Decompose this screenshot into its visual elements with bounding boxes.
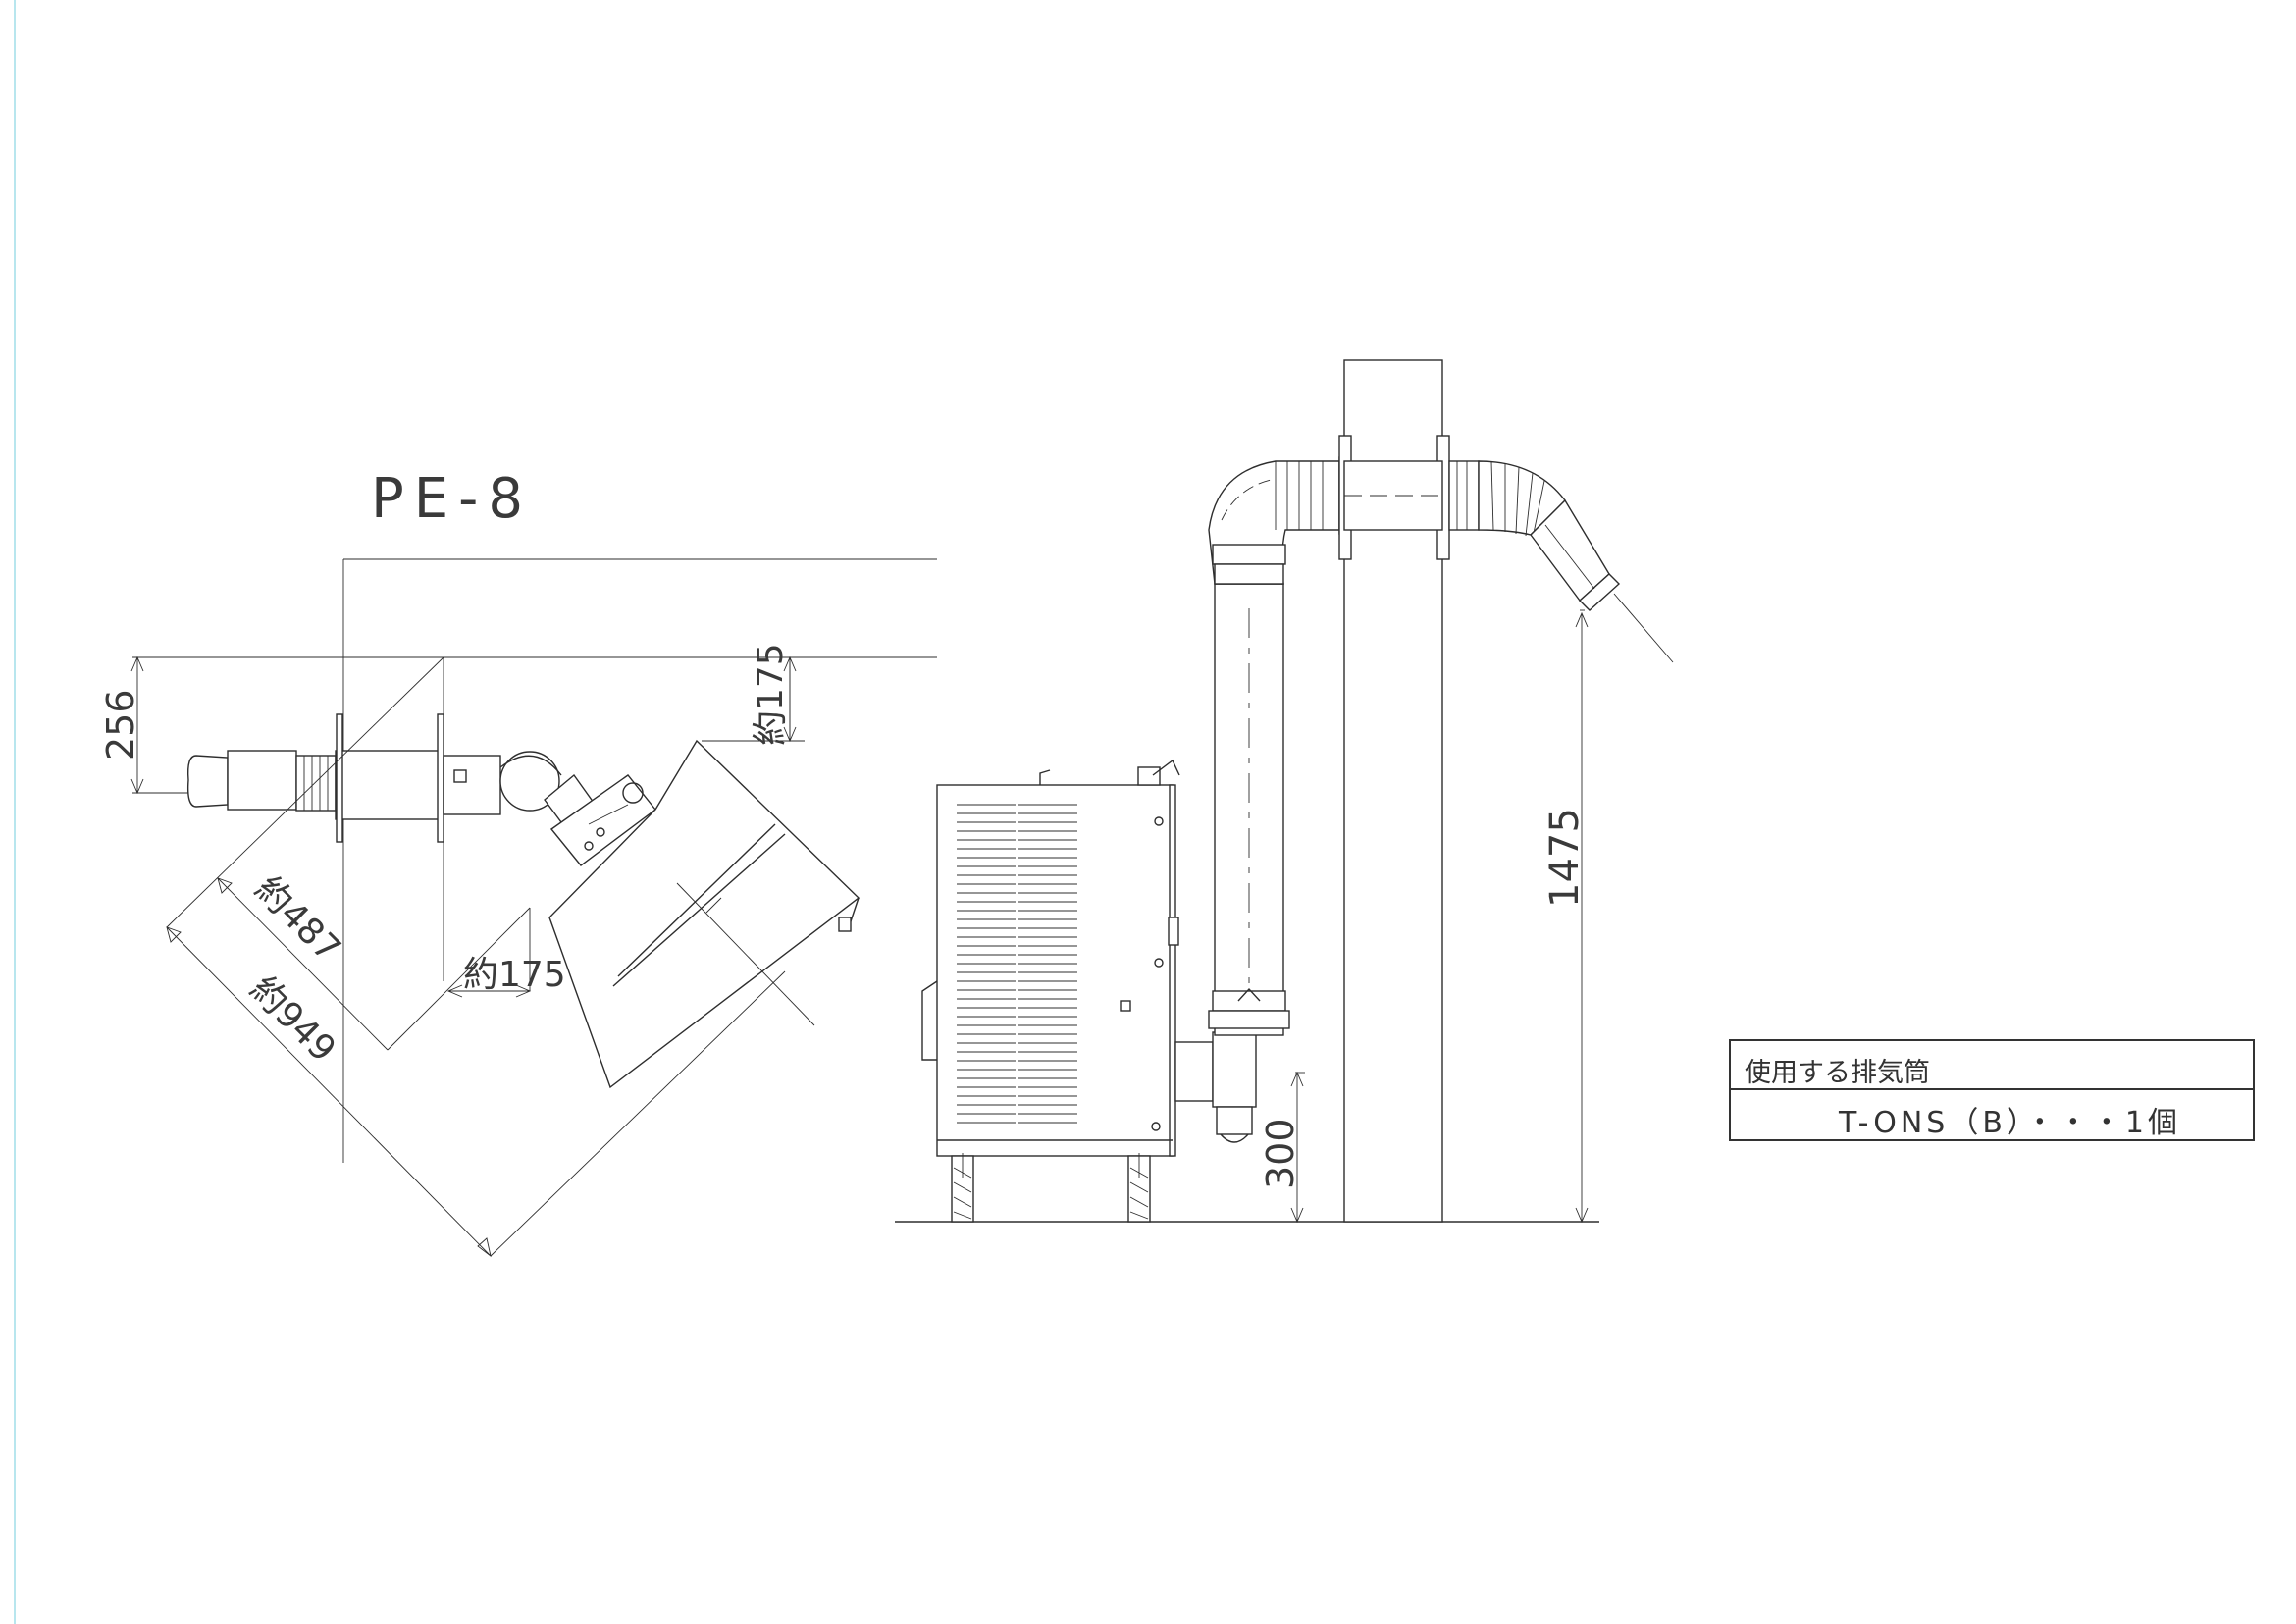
side-view: 1475 300 xyxy=(895,359,1674,1224)
dim-175-top: 約175 xyxy=(751,643,791,746)
info-box-value: T-ONS（B）・・・1個 xyxy=(1839,1106,2181,1140)
dim-256: 256 xyxy=(99,689,142,760)
dim-1475: 1475 xyxy=(1542,808,1588,908)
dim-487: 約487 xyxy=(247,868,348,969)
page-edge-line xyxy=(14,0,16,1624)
info-box-header: 使用する排気筒 xyxy=(1731,1041,2253,1090)
dim-300: 300 xyxy=(1259,1118,1302,1189)
exhaust-pipe-info-box: 使用する排気筒 T-ONS（B）・・・1個 xyxy=(1729,1039,2255,1141)
model-label: PE-8 xyxy=(371,467,533,531)
dim-175-mid: 約175 xyxy=(463,955,566,995)
louver-grille xyxy=(957,804,1077,1124)
heater-cabinet xyxy=(936,784,1174,1157)
plan-view: PE-8 256 約175 xyxy=(99,467,937,1258)
